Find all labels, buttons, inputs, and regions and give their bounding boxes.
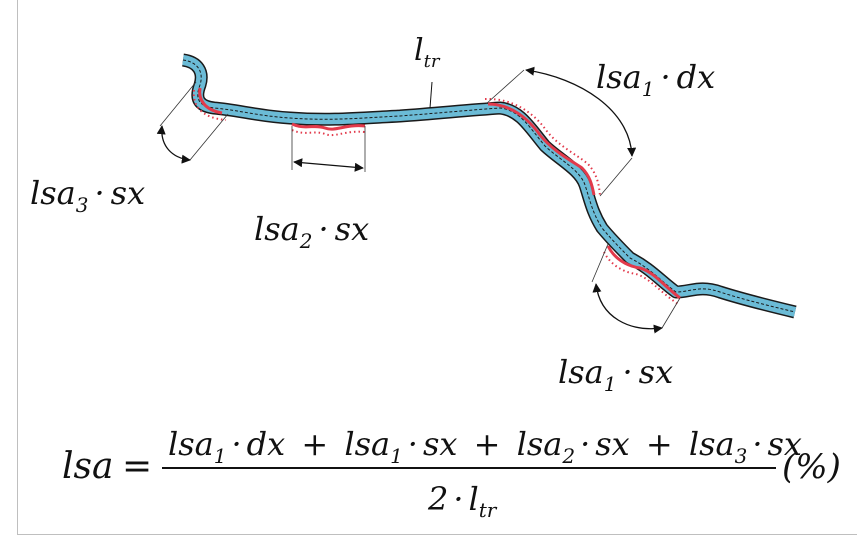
label-lsa3-sx: lsa3·sx	[30, 174, 145, 217]
formula-denominator: 2·ltr	[427, 480, 498, 522]
formula-numerator: lsa1·dx + lsa1·sx + lsa2·sx + lsa3·sx	[168, 425, 802, 468]
river-outline	[183, 60, 795, 312]
label-l-tr: ltr	[414, 33, 441, 72]
formula-equals: =	[122, 446, 152, 487]
arrow-lsa1-sx	[596, 284, 662, 329]
formula: lsa = lsa1·dx + lsa1·sx + lsa2·sx + lsa3…	[62, 425, 841, 522]
formula-unit: (%)	[782, 447, 841, 487]
label-lsa1-dx: lsa1·dx	[596, 58, 715, 101]
label-lsa2-sx: lsa2·sx	[254, 210, 369, 253]
formula-lhs: lsa	[62, 446, 113, 487]
l-tr-leader	[430, 82, 432, 108]
arrow-lsa2	[294, 162, 363, 168]
river-water	[183, 60, 795, 312]
river-channel	[183, 60, 795, 312]
river-centerline	[183, 60, 795, 312]
arrow-lsa3	[162, 126, 190, 160]
eroded-bank-1-sx	[604, 246, 680, 304]
label-lsa1-sx: lsa1·sx	[558, 353, 673, 396]
